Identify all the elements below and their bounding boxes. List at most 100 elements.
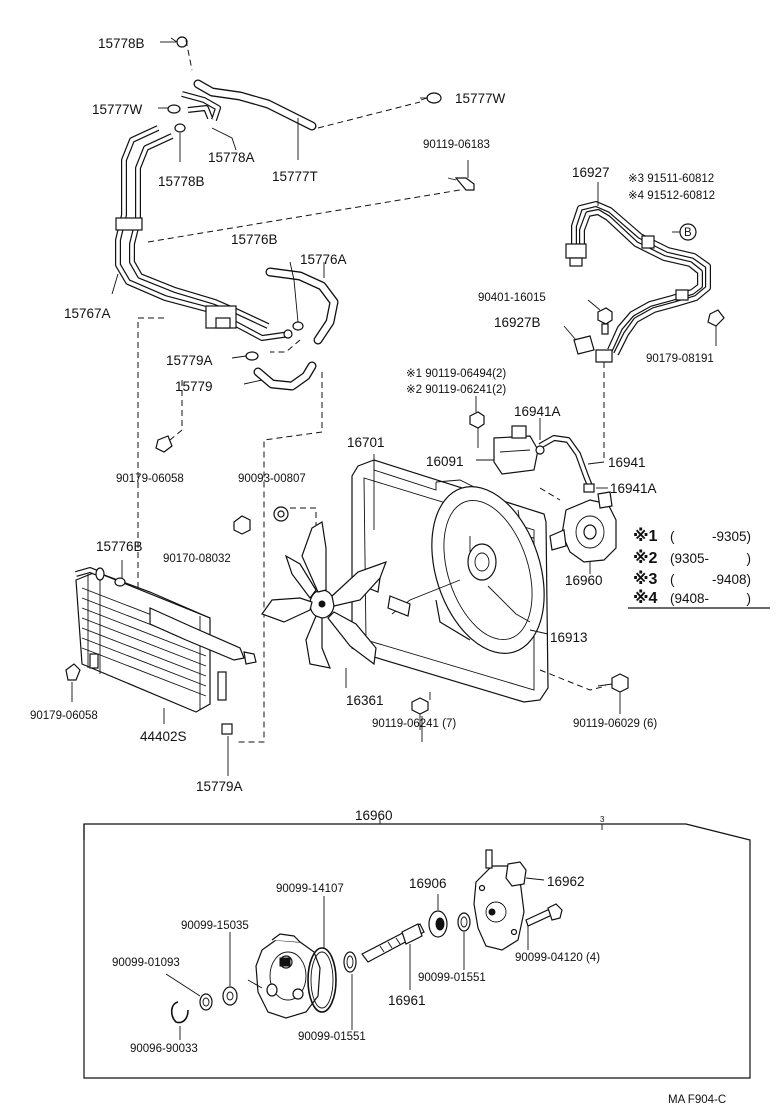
legend-mark-2: ※2 — [633, 549, 658, 567]
label-15777T: 15777T — [272, 169, 318, 184]
nut-90170-08032 — [233, 515, 251, 535]
label-15776A: 15776A — [300, 252, 347, 267]
label-15777W-right: 15777W — [455, 91, 506, 106]
detail-box-16960 — [83, 818, 751, 1079]
label-15776B-top: 15776B — [231, 232, 278, 247]
seal-ring-90099-01551-a — [343, 951, 357, 1030]
label-15776B-low: 15776B — [96, 539, 143, 554]
label-16913: 16913 — [550, 630, 588, 645]
clip-ring-90096-90033 — [170, 1001, 189, 1040]
leaders-upper-left — [111, 41, 469, 295]
label-15778A: 15778A — [208, 150, 255, 165]
label-91512-60812: ※4 91512-60812 — [628, 190, 715, 202]
label-90096-90033: 90096-90033 — [130, 1043, 198, 1055]
hose-clamp-15777W-left — [167, 104, 181, 114]
pump-16960-mid — [549, 491, 617, 574]
label-15777W-left: 15777W — [92, 102, 143, 117]
label-90119-06183: 90119-06183 — [423, 139, 490, 151]
legend-mark-3: ※3 — [633, 570, 658, 588]
label-15778B-top: 15778B — [98, 36, 145, 51]
label-90179-06058-mid: 90179-06058 — [116, 473, 184, 485]
legend-range-1: ( -9305) — [670, 529, 751, 544]
label-91511-60812: ※3 91511-60812 — [628, 173, 714, 185]
label-90099-14107: 90099-14107 — [276, 883, 344, 895]
power-steering-line-16927: B — [565, 182, 711, 363]
label-90401-16015: 90401-16015 — [478, 292, 546, 304]
oil-cooler-pipe-assembly — [115, 36, 475, 341]
label-90099-15035: 90099-15035 — [181, 920, 249, 932]
pipe-clamp — [115, 217, 143, 231]
part-labels: 15778B 15777W 15777W 15778A 15778B 15777… — [30, 36, 726, 1106]
hose-clamp-15776B — [292, 321, 304, 331]
clamp-16927B — [563, 325, 595, 355]
bolt-90401-16015 — [587, 299, 613, 335]
bolt-90119-06494 — [469, 396, 485, 448]
label-16906: 16906 — [409, 876, 447, 891]
label-16960-mid: 16960 — [565, 573, 603, 588]
vsv-16091 — [476, 425, 539, 475]
label-90119-06241-2: ※2 90119-06241(2) — [406, 384, 506, 396]
label-15779A-mid: 15779A — [166, 353, 213, 368]
oil-cooler-44402S — [75, 560, 257, 724]
label-90099-01551-a: 90099-01551 — [418, 972, 486, 984]
label-16961: 16961 — [388, 993, 426, 1008]
hose-clamp-15778B-mid — [174, 123, 186, 133]
label-16960-box: 16960 — [355, 808, 393, 823]
legend: ※1 ( -9305) ※2 (9305- ) ※3 ( -9408) ※4 (… — [628, 527, 770, 609]
hose-clamp-15779A — [245, 351, 259, 361]
bolt-90119-06029-6 — [539, 669, 629, 714]
rotor-16906 — [428, 894, 448, 938]
label-90119-06494: ※1 90119-06494(2) — [406, 368, 506, 380]
bolt-90119-06183 — [447, 177, 475, 191]
seal-90099-01093 — [165, 973, 213, 1011]
hose-clamp-15778B-top — [170, 36, 188, 48]
label-44402S: 44402S — [140, 729, 187, 744]
label-90099-01551-b: 90099-01551 — [298, 1031, 366, 1043]
water-hoses — [137, 261, 339, 743]
clamp-15779A-bottom — [221, 723, 233, 776]
label-90099-01093: 90099-01093 — [112, 957, 180, 969]
small-mark-3: 3 — [600, 815, 605, 824]
shaft-16961 — [361, 923, 425, 990]
line-fitting — [565, 243, 587, 259]
pump-housing — [247, 933, 321, 1019]
detail-box-frame — [83, 823, 751, 1079]
legend-mark-4: ※4 — [633, 589, 658, 607]
label-90093-00807: 90093-00807 — [238, 473, 306, 485]
label-90099-04120-4: 90099-04120 (4) — [515, 952, 600, 964]
label-90119-06241-7: 90119-06241 (7) — [372, 718, 456, 730]
circle-mark-text: B — [684, 227, 692, 239]
label-16701: 16701 — [347, 435, 385, 450]
label-90179-06058-low: 90179-06058 — [30, 710, 98, 722]
label-90170-08032: 90170-08032 — [163, 553, 231, 565]
label-15779A-bottom: 15779A — [196, 779, 243, 794]
label-90179-08191: 90179-08191 — [646, 353, 714, 365]
legend-range-4: (9408- ) — [670, 591, 751, 606]
fan-shroud-16701 — [351, 459, 549, 703]
label-15778B-mid: 15778B — [158, 174, 205, 189]
cooling-fan-16361 — [261, 521, 388, 688]
label-16941: 16941 — [608, 455, 646, 470]
cover-plate-16962 — [473, 849, 545, 951]
legend-mark-1: ※1 — [633, 527, 658, 545]
label-90119-06029-6: 90119-06029 (6) — [573, 718, 657, 730]
label-15779: 15779 — [175, 379, 213, 394]
diagram-code: MA F904-C — [668, 1094, 726, 1106]
label-16361: 16361 — [346, 693, 384, 708]
bolt-90099-04120 — [525, 903, 563, 950]
label-15767A: 15767A — [64, 306, 111, 321]
label-16091: 16091 — [426, 454, 464, 469]
clip-90179-06058-mid — [155, 435, 173, 453]
clip-90179-08191 — [707, 309, 725, 346]
label-16962: 16962 — [547, 874, 585, 889]
hose-16941 — [535, 418, 608, 493]
clip-90179-06058-low — [65, 663, 81, 702]
label-16927B: 16927B — [494, 315, 541, 330]
label-16941A-bottom: 16941A — [610, 481, 657, 496]
legend-range-2: (9305- ) — [670, 551, 751, 566]
label-16941A-top: 16941A — [514, 404, 561, 419]
label-16927: 16927 — [572, 165, 610, 180]
seal-90099-15035 — [222, 932, 238, 1006]
bolt-90119-06241-7 — [411, 697, 429, 742]
